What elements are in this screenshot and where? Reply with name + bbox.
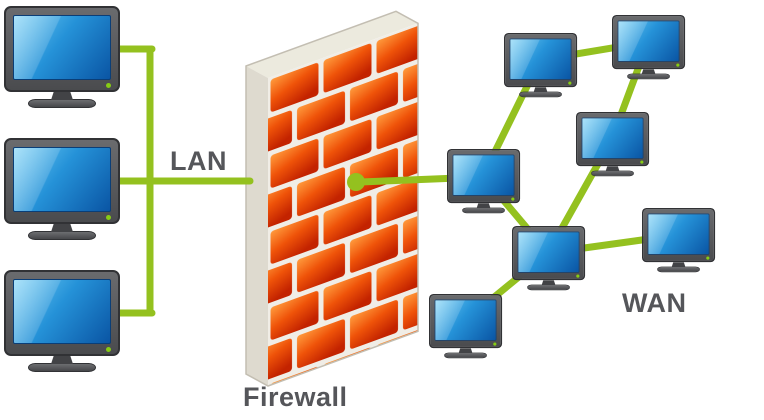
computer-node [429, 294, 503, 359]
computer-node [447, 149, 521, 214]
monitor-base [627, 73, 670, 80]
monitor-bezel [642, 208, 716, 263]
wall-front-face [268, 23, 418, 386]
wall-side-face [246, 66, 268, 386]
wall-outline [245, 10, 419, 387]
computer-node [642, 208, 716, 273]
monitor-base [519, 91, 562, 98]
monitor-screen [581, 117, 644, 159]
computer-node [512, 226, 586, 291]
monitor-base [591, 170, 634, 177]
monitor-neck [458, 348, 473, 354]
firewall-label: Firewall [243, 382, 348, 412]
monitor-base [28, 231, 96, 240]
wall-top-face [246, 11, 418, 78]
monitor-bezel [4, 138, 120, 224]
power-led-icon [640, 160, 644, 164]
monitor-neck [476, 203, 491, 209]
monitor-screen [13, 15, 111, 80]
monitor-neck [541, 280, 556, 286]
monitor-bezel [576, 112, 650, 167]
monitor-screen [517, 231, 580, 273]
monitor-screen [647, 213, 710, 255]
monitor-bezel [4, 6, 120, 92]
monitor-screen [13, 279, 111, 344]
monitor-neck [51, 224, 73, 232]
monitor-base [462, 207, 505, 214]
computer-node [4, 270, 120, 372]
monitor-bezel [504, 33, 578, 88]
monitor-neck [51, 356, 73, 364]
power-led-icon [493, 342, 497, 346]
monitor-screen [617, 20, 680, 62]
monitor-bezel [429, 294, 503, 349]
monitor-neck [671, 262, 686, 268]
monitor-base [527, 284, 570, 291]
monitor-neck [641, 69, 656, 75]
monitor-bezel [512, 226, 586, 281]
monitor-base [28, 99, 96, 108]
power-led-icon [576, 274, 580, 278]
monitor-screen [452, 154, 515, 196]
power-led-icon [511, 197, 515, 201]
computer-node [4, 6, 120, 108]
power-led-icon [106, 215, 111, 220]
computer-node [612, 15, 686, 80]
power-led-icon [106, 83, 111, 88]
power-led-icon [706, 256, 710, 260]
monitor-base [657, 266, 700, 273]
power-led-icon [106, 347, 111, 352]
firewall-port-dot [347, 173, 365, 191]
monitor-base [28, 363, 96, 372]
lan-label: LAN [170, 146, 227, 176]
monitor-screen [509, 38, 572, 80]
firewall-wall [245, 10, 419, 387]
computer-node [4, 138, 120, 240]
monitor-bezel [612, 15, 686, 70]
monitor-base [444, 352, 487, 359]
monitor-bezel [447, 149, 521, 204]
monitor-neck [533, 87, 548, 93]
computer-node [504, 33, 578, 98]
power-led-icon [568, 81, 572, 85]
monitor-bezel [4, 270, 120, 356]
monitor-screen [13, 147, 111, 212]
computer-node [576, 112, 650, 177]
wan-label: WAN [622, 288, 687, 318]
monitor-neck [605, 166, 620, 172]
power-led-icon [676, 63, 680, 67]
monitor-neck [51, 92, 73, 100]
monitor-screen [434, 299, 497, 341]
